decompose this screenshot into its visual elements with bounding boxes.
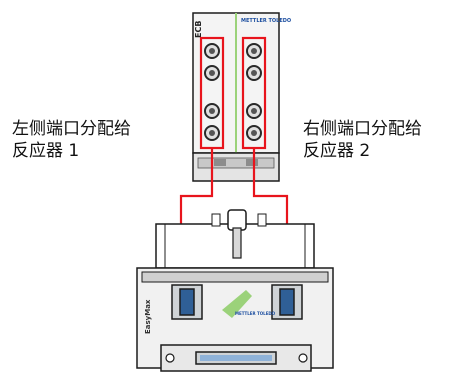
right-caption-line-1: 右侧端口分配给 [303, 119, 422, 139]
port-icon [246, 43, 262, 59]
port-icon [204, 103, 220, 119]
port-icon [246, 65, 262, 81]
reactor-stirrer-shaft [232, 227, 242, 259]
ecb-name-label: ECB [194, 21, 203, 38]
ecb-clip-left [214, 159, 226, 166]
port-icon [204, 43, 220, 59]
left-caption-line-1: 左侧端口分配给 [12, 119, 131, 139]
ecb-brand-label: METTLER TOLEDO [241, 18, 291, 24]
reactor-knob-right [298, 353, 308, 363]
port-icon [246, 125, 262, 141]
reactor-brand-label: METTLER TOLEDO [235, 311, 276, 316]
easymax-reactor: METTLER TOLEDO EasyMax [136, 209, 334, 372]
reactor-name-label: EasyMax [144, 299, 152, 334]
ecb-connector-slot [197, 157, 275, 169]
reactor-rim [141, 271, 329, 283]
port-icon [204, 125, 220, 141]
port-icon [246, 103, 262, 119]
reactor-stirrer-head [227, 209, 247, 231]
reactor-accent [222, 290, 252, 318]
port-icon [204, 65, 220, 81]
right-port-caption: 右侧端口分配给 反应器 2 [303, 118, 422, 162]
left-port-caption: 左侧端口分配给 反应器 1 [12, 118, 131, 162]
ecb-module: ECB METTLER TOLEDO [192, 12, 291, 182]
left-caption-line-2: 反应器 1 [12, 141, 80, 161]
right-caption-line-2: 反应器 2 [303, 141, 371, 161]
ecb-clip-right [246, 159, 258, 166]
reactor-knob-left [165, 353, 175, 363]
